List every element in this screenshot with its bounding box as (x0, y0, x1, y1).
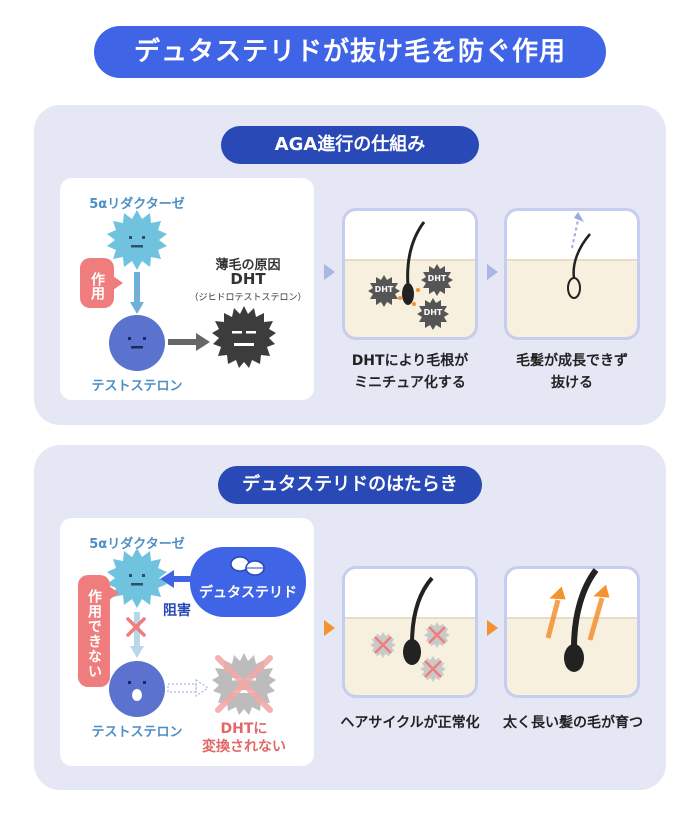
thick-hair-caption: 太く長い髪の毛が育つ (503, 715, 643, 731)
normalized-cycle-tile (342, 566, 478, 698)
blocked-x-icon (126, 617, 146, 637)
miniaturization-tile (342, 208, 478, 340)
falling-hair-icon (567, 212, 591, 299)
inhibit-label: 阻害 (163, 603, 191, 619)
hair-loss-caption-2: 抜ける (551, 375, 593, 391)
dht-faded-token-1 (370, 632, 396, 658)
blocked-badge-pointer (109, 586, 119, 600)
not-converted-label-2: 変換されない (202, 739, 286, 755)
dht-faded-token-3 (420, 656, 446, 682)
step-arrow-4 (487, 620, 498, 636)
dht-icon (212, 306, 276, 368)
inhibit-arrow (160, 570, 194, 588)
dht-fullname-label: （ジヒドロテストステロン） (189, 293, 307, 303)
testosterone-icon (109, 315, 165, 371)
miniaturization-caption-1: DHTにより毛根が (351, 353, 469, 369)
dht-label: DHT (230, 270, 266, 288)
action-badge-pointer (113, 276, 123, 290)
growing-hair-icon (545, 568, 610, 672)
enzyme-label: 5αリダクターゼ (89, 197, 185, 212)
to-dht-arrow (168, 333, 210, 351)
enzyme-icon-2 (107, 548, 167, 608)
step-arrow-3 (324, 620, 335, 636)
dht-faded-token-2 (424, 622, 450, 648)
dht-cause-label: 薄毛の原因 (215, 258, 281, 273)
step-arrow-1 (324, 264, 335, 280)
testosterone-label-2: テストステロン (91, 725, 183, 740)
dutasteride-label: デュタステリド (199, 585, 297, 601)
pill-icon (230, 556, 265, 576)
dht-token-1 (368, 275, 400, 307)
dht-blocked-icon (212, 653, 276, 715)
enzyme-icon (107, 210, 167, 270)
enzyme-label-2: 5αリダクターゼ (89, 537, 185, 552)
dutasteride-bubble (190, 547, 306, 617)
section-title-aga: AGA進行の仕組み (221, 126, 479, 164)
step-arrow-2 (487, 264, 498, 280)
hair-loss-caption-1: 毛髪が成長できず (516, 353, 628, 369)
not-converted-label-1: DHTに (220, 721, 268, 737)
dht-token-2-label: DHT (427, 274, 447, 283)
dht-token-3-label: DHT (423, 308, 443, 317)
conversion-arrow (130, 272, 144, 314)
normalized-cycle-caption: ヘアサイクルが正常化 (340, 715, 480, 731)
thick-hair-tile (504, 566, 640, 698)
dht-token-3 (417, 298, 449, 330)
dht-token-1-label: DHT (374, 285, 394, 294)
hair-loss-tile (504, 208, 640, 340)
no-conversion-arrow (167, 678, 210, 698)
section-title-dutasteride: デュタステリドのはたらき (218, 466, 482, 504)
dht-token-2 (421, 264, 453, 296)
healthy-hair-icon (403, 576, 434, 665)
thin-hair-icon (398, 221, 426, 306)
miniaturization-caption-2: ミニチュア化する (354, 375, 466, 391)
testosterone-label: テストステロン (91, 379, 183, 394)
blocked-badge: 作用できない (78, 575, 110, 687)
testosterone-icon-2 (109, 661, 165, 717)
action-badge: 作用 (80, 258, 114, 308)
main-title: デュタステリドが抜け毛を防ぐ作用 (94, 26, 606, 78)
